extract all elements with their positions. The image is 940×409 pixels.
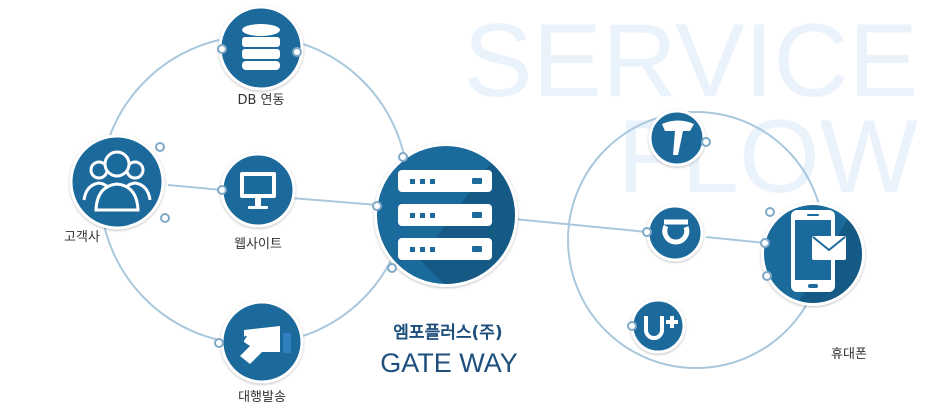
website-label: 웹사이트: [234, 237, 282, 252]
lg-uplus-logo-icon: [644, 316, 678, 340]
users-icon: [82, 150, 152, 212]
carrier-uplus-node: [630, 298, 686, 354]
gateway-node: [374, 143, 518, 287]
link-gateway-olleh: [513, 218, 648, 233]
link-customer-website: [167, 184, 223, 191]
connector-dots: [155, 44, 775, 348]
customer-label: 고객사: [64, 230, 100, 245]
db-node: [218, 5, 304, 91]
monitor-icon: [240, 172, 276, 209]
gateway-company: 엠포플러스(주): [393, 323, 502, 343]
hand-send-icon: [237, 326, 291, 364]
server-icon: [398, 170, 492, 260]
gateway-title: GATE WAY: [380, 348, 518, 378]
sk-telecom-logo-icon: [662, 120, 694, 155]
carrier-olleh-node: [646, 204, 704, 262]
agency-node: [220, 300, 304, 384]
database-icon: [242, 24, 280, 70]
website-node: [220, 152, 296, 228]
link-website-gateway: [290, 197, 379, 206]
watermark-service: SERVICE: [463, 3, 918, 119]
db-label: DB 연동: [238, 93, 285, 108]
carrier-sk-node: [648, 109, 706, 167]
link-olleh-phone: [705, 236, 766, 244]
agency-label: 대행발송: [238, 389, 286, 405]
smartphone-message-icon: [791, 210, 846, 292]
phone-label: 휴대폰: [831, 347, 867, 362]
olleh-kt-logo-icon: [662, 219, 690, 245]
customer-node: [69, 134, 165, 230]
phone-node: [761, 202, 865, 306]
watermark: SERVICE FLOW: [463, 3, 918, 215]
